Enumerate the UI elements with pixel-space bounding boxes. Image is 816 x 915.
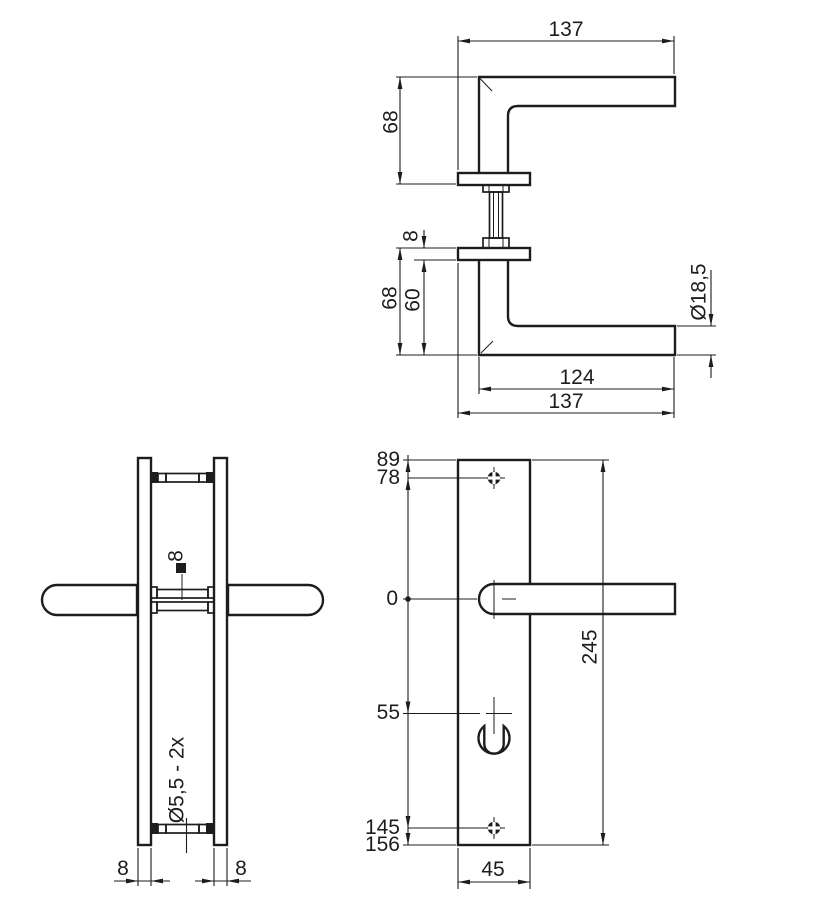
dim-label-55: 55 (377, 701, 400, 724)
lower-lever-outline (477, 260, 677, 357)
dim-label-18-5: Ø18,5 (688, 263, 711, 320)
backplate-front-view: 89 78 0 55 145 156 245 45 (365, 448, 677, 889)
dim-label-137-top: 137 (548, 18, 583, 41)
upper-lever-outline (477, 75, 677, 173)
dim-label-78: 78 (377, 466, 400, 489)
dim-label-0: 0 (386, 587, 398, 610)
upper-rosette (456, 171, 532, 187)
euro-cylinder-hole (477, 697, 511, 755)
dim-68-lower: 68 (379, 248, 477, 356)
front-handle (477, 582, 677, 616)
dim-label-68-upper: 68 (380, 110, 403, 133)
spindle-through-door (150, 574, 215, 614)
zero-datum-dot (405, 596, 411, 602)
dim-label-screw: Ø5,5 - 2x (166, 736, 189, 823)
dim-screw-callout: Ø5,5 - 2x (166, 736, 189, 853)
dim-label-124: 124 (559, 366, 594, 389)
dim-137-bottom: 137 (457, 263, 674, 418)
spindle-assembly (482, 184, 510, 249)
dim-label-245: 245 (579, 629, 602, 664)
upper-lever-chamfer-mark (479, 78, 493, 92)
front-bottom-screw (483, 817, 505, 839)
left-plate (136, 456, 153, 847)
dim-grip-diameter: Ø18,5 (677, 263, 716, 378)
front-top-screw (483, 467, 505, 489)
front-dim-column: 89 78 0 55 145 156 (365, 448, 512, 856)
lower-rosette (456, 246, 532, 262)
dim-60-neck: 60 (402, 260, 427, 355)
dim-label-8-right: 8 (235, 857, 247, 880)
lower-lever-chamfer-mark (480, 340, 494, 354)
dim-label-8-rosette: 8 (400, 230, 423, 242)
dim-label-137-bottom: 137 (548, 390, 583, 413)
left-grip (40, 583, 139, 617)
dim-45: 45 (457, 848, 531, 889)
dim-spindle-8: 8 (165, 550, 188, 573)
dim-label-68-lower: 68 (379, 286, 402, 309)
dim-137-top: 137 (457, 18, 675, 170)
lever-side-view: 137 68 8 68 (379, 18, 716, 418)
dim-label-89: 89 (377, 448, 400, 471)
dim-label-spindle-8: 8 (165, 550, 188, 562)
dim-plate-thickness-left: 8 (114, 848, 170, 886)
dim-124: 124 (478, 357, 675, 418)
dim-68-upper: 68 (380, 76, 477, 185)
right-grip (226, 583, 325, 617)
dim-245: 245 (532, 459, 609, 846)
right-plate (212, 456, 229, 847)
spindle-square-symbol (176, 563, 186, 573)
dim-label-145: 145 (365, 816, 400, 839)
dim-label-60: 60 (402, 288, 425, 311)
dim-plate-thickness-right: 8 (195, 848, 251, 886)
bottom-fixing-screw (151, 823, 214, 834)
dim-label-45: 45 (481, 858, 504, 881)
backplate-section-view: 8 Ø5,5 - 2x 8 (40, 456, 325, 886)
dim-label-8-left: 8 (117, 857, 129, 880)
dim-8-rosette: 8 (396, 230, 456, 261)
dim-label-156: 156 (365, 833, 400, 856)
top-fixing-screw (151, 472, 214, 483)
backplate-outline (456, 458, 532, 847)
